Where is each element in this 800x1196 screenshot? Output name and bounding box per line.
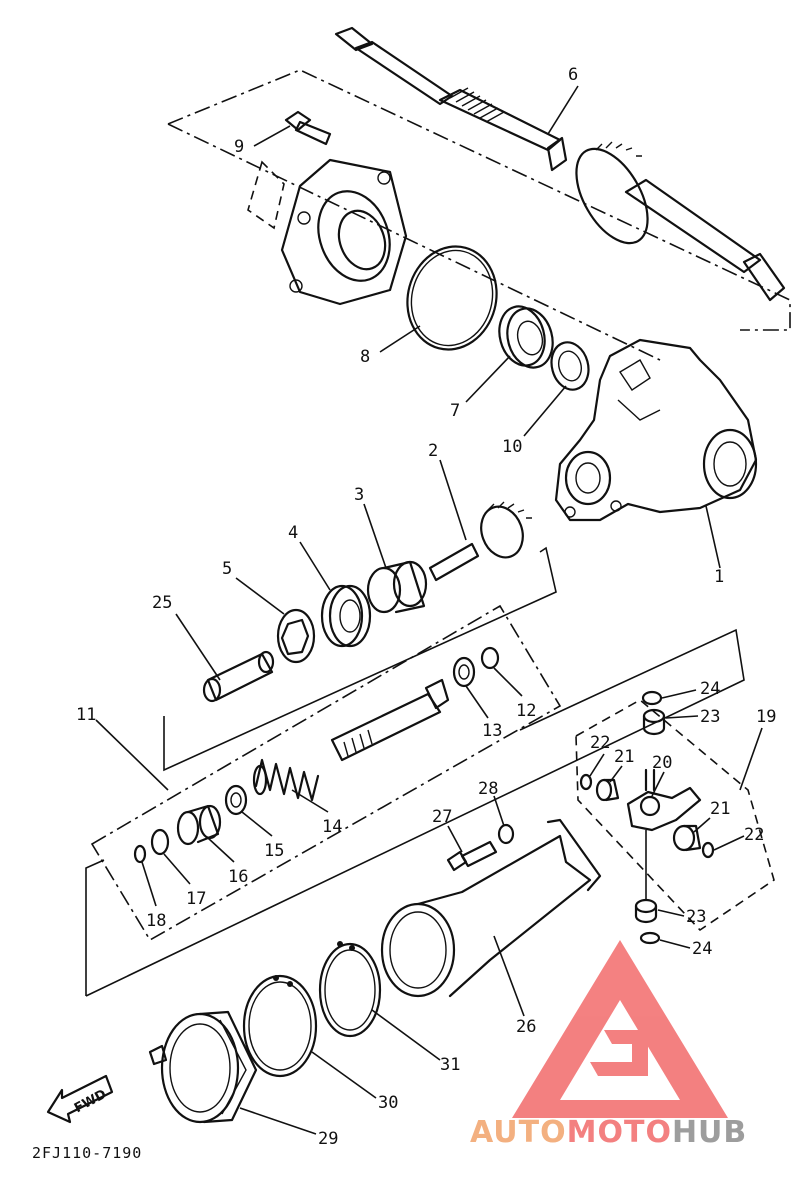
callout-22-left: 22 bbox=[590, 733, 610, 753]
callout-14: 14 bbox=[322, 817, 342, 837]
group-outline-upper-diagonal bbox=[167, 123, 661, 361]
part-8-o-ring bbox=[406, 245, 498, 351]
part-5-nut bbox=[276, 608, 316, 664]
part-13-washer bbox=[452, 656, 476, 688]
part-3-collar bbox=[366, 560, 428, 614]
part-1-gear-case bbox=[554, 338, 758, 522]
part-27-bolt bbox=[446, 840, 498, 872]
callout-3: 3 bbox=[354, 485, 364, 505]
part-25-sleeve bbox=[202, 650, 275, 703]
callout-9: 9 bbox=[234, 137, 244, 157]
part-15-washer bbox=[224, 784, 248, 816]
group-outline-19 bbox=[575, 699, 775, 932]
part-28-washer bbox=[497, 823, 515, 845]
part-24-circlip-top bbox=[641, 690, 663, 706]
group-outline-lower bbox=[85, 628, 745, 997]
part-bearing-housing-cover bbox=[247, 158, 408, 306]
part-18-circlip bbox=[133, 844, 147, 864]
part-17-washer bbox=[150, 828, 170, 856]
callout-2: 2 bbox=[428, 441, 438, 461]
part-29-boot bbox=[148, 1010, 258, 1124]
callout-1: 1 bbox=[714, 567, 724, 587]
callout-27: 27 bbox=[432, 807, 452, 827]
callout-20: 20 bbox=[652, 753, 672, 773]
part-16-coupling bbox=[176, 804, 222, 846]
part-2-pinion-gear bbox=[428, 501, 532, 582]
callout-6: 6 bbox=[568, 65, 578, 85]
callout-8: 8 bbox=[360, 347, 370, 367]
logo-letter-g-icon bbox=[590, 1030, 648, 1076]
part-21-bearing-left bbox=[595, 778, 620, 802]
part-9-bolt bbox=[284, 110, 332, 146]
callout-29: 29 bbox=[318, 1129, 338, 1149]
logo-word-hub: HUB bbox=[672, 1115, 747, 1150]
part-22-circlip-right bbox=[701, 841, 715, 859]
automotohub-logo: AUTOMOTOHUB bbox=[470, 940, 747, 1150]
part-4-bearing bbox=[320, 584, 372, 648]
callout-23-top: 23 bbox=[700, 707, 720, 727]
callout-25: 25 bbox=[152, 593, 172, 613]
callout-30: 30 bbox=[378, 1093, 398, 1113]
part-6-axle-shaft bbox=[334, 26, 786, 302]
logo-triangle-icon bbox=[512, 940, 728, 1118]
group-outline-11 bbox=[90, 604, 562, 942]
callout-21-left: 21 bbox=[614, 747, 634, 767]
callout-18: 18 bbox=[146, 911, 166, 931]
callout-24-bottom: 24 bbox=[692, 939, 712, 959]
part-20-universal-joint bbox=[626, 768, 702, 832]
svg-text:AUTOMOTOHUB: AUTOMOTOHUB bbox=[470, 1115, 747, 1150]
logo-word-moto: MOTO bbox=[567, 1115, 672, 1150]
callout-13: 13 bbox=[482, 721, 502, 741]
part-12-circlip bbox=[480, 646, 500, 670]
callout-22-right: 22 bbox=[744, 825, 764, 845]
callout-23-bottom: 23 bbox=[686, 907, 706, 927]
callout-26: 26 bbox=[516, 1017, 536, 1037]
callout-4: 4 bbox=[288, 523, 298, 543]
callout-numbers: 6 9 8 7 10 1 2 3 4 5 25 11 12 13 14 15 1… bbox=[76, 65, 776, 1149]
drawing-code: 2FJ110-7190 bbox=[32, 1144, 142, 1162]
part-middle-drive-shaft bbox=[330, 678, 450, 762]
callout-7: 7 bbox=[450, 401, 460, 421]
part-23-bearing-cap-bottom bbox=[634, 898, 658, 924]
part-22-circlip-left bbox=[579, 773, 593, 791]
callout-5: 5 bbox=[222, 559, 232, 579]
callout-19: 19 bbox=[756, 707, 776, 727]
logo-word-auto: AUTO bbox=[470, 1115, 567, 1150]
part-26-drive-shaft-tube bbox=[380, 818, 602, 998]
group-outline-upper bbox=[167, 69, 791, 331]
leader-lines bbox=[95, 85, 763, 1135]
part-14-spring bbox=[252, 758, 320, 802]
part-21-bearing-right bbox=[672, 824, 702, 852]
callout-15: 15 bbox=[264, 841, 284, 861]
part-31-clamp bbox=[318, 941, 382, 1038]
callout-11: 11 bbox=[76, 705, 96, 725]
callout-24-top: 24 bbox=[700, 679, 720, 699]
group-outline-pinion bbox=[163, 546, 557, 772]
part-30-clamp bbox=[242, 974, 318, 1078]
fwd-direction-arrow: FWD bbox=[46, 1074, 114, 1124]
callout-10: 10 bbox=[502, 437, 522, 457]
part-10-oil-seal bbox=[550, 341, 590, 391]
callout-31: 31 bbox=[440, 1055, 460, 1075]
part-24-circlip-bottom bbox=[639, 931, 661, 945]
callout-16: 16 bbox=[228, 867, 248, 887]
part-7-bearing bbox=[498, 305, 554, 369]
callout-21-right: 21 bbox=[710, 799, 730, 819]
callout-28: 28 bbox=[478, 779, 498, 799]
callout-17: 17 bbox=[186, 889, 206, 909]
callout-12: 12 bbox=[516, 701, 536, 721]
part-23-bearing-cap-top bbox=[642, 708, 666, 736]
